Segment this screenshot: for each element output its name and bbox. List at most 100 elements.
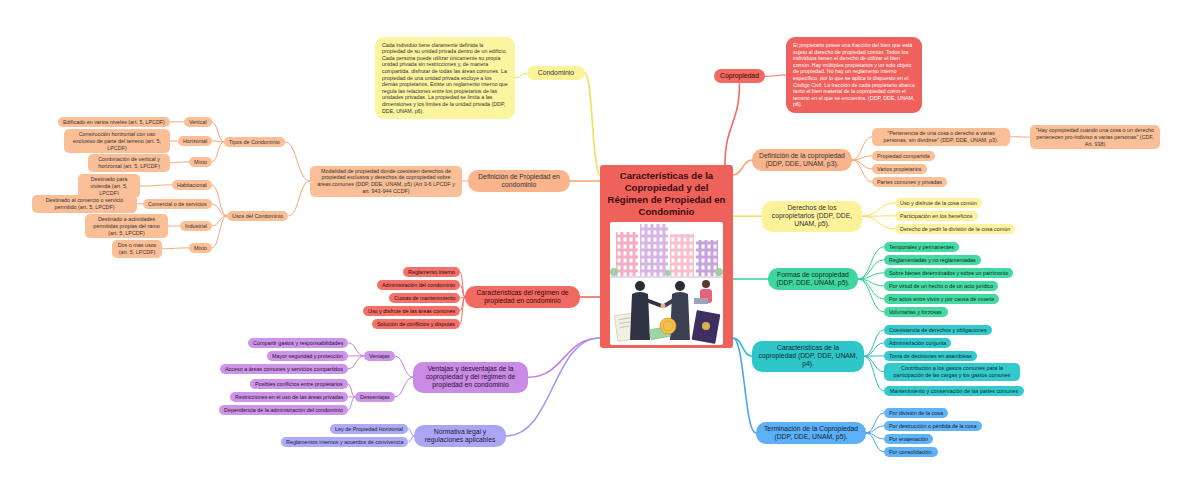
topic-text: Condominio bbox=[533, 69, 579, 77]
branch-connector bbox=[212, 142, 224, 162]
leaf-topic: Compartir gastos y responsabilidades bbox=[248, 338, 348, 349]
branch-connector bbox=[395, 377, 413, 397]
branch-connector bbox=[285, 142, 310, 181]
branch-connector bbox=[140, 185, 172, 186]
branch-connector bbox=[858, 273, 884, 279]
branch-connector bbox=[288, 181, 310, 216]
leaf-topic: Por enajenación bbox=[884, 434, 933, 445]
document-line bbox=[619, 317, 633, 320]
branch-connector bbox=[866, 426, 884, 433]
branch-topic: Características de la copropiedad (DDP, … bbox=[752, 341, 864, 372]
leaf-topic: Destinado al comercio o servicio permiti… bbox=[32, 195, 137, 213]
topic-text: Derecho de pedir la división de la cosa … bbox=[900, 226, 1010, 233]
topic-text: Definición de Propiedad en condominio bbox=[474, 173, 564, 190]
branch-connector bbox=[733, 160, 752, 175]
leaf-topic: Por actos entre vivos y por causa de mue… bbox=[884, 294, 999, 305]
topic-text: Ley de Propiedad Horizontal bbox=[335, 426, 403, 433]
branch-topic: Definición de Propiedad en condominio bbox=[468, 170, 570, 193]
leaf-topic: Edificado en varios niveles (art. 5, LPC… bbox=[58, 117, 170, 128]
leaf-topic: Administración conjunta bbox=[884, 338, 951, 349]
leaf-topic: Por consolidación. bbox=[884, 447, 938, 458]
branch-connector bbox=[348, 397, 355, 410]
leaf-topic: Posibles conflictos entre propietarios bbox=[250, 379, 348, 390]
branch-connector bbox=[733, 215, 762, 217]
topic-text: Compartir gastos y responsabilidades bbox=[253, 340, 343, 347]
topic-text: Usos del Condominio bbox=[232, 213, 283, 220]
leaf-topic: Reglamento interno bbox=[403, 267, 460, 278]
branch-connector bbox=[212, 216, 227, 248]
topic-text: Terminación de la Copropiedad (DDP, DDE,… bbox=[762, 425, 860, 442]
leaf-topic: Dos o mas usos (art. 5, LPCDF) bbox=[112, 240, 162, 258]
branch-connector bbox=[852, 137, 872, 160]
leaf-topic: Uso y disfrute de la cosa común bbox=[895, 198, 982, 209]
law-book bbox=[692, 310, 721, 344]
branch-connector bbox=[570, 180, 600, 182]
branch-connector bbox=[862, 216, 895, 229]
branch-connector bbox=[585, 73, 600, 175]
book-emblem bbox=[702, 322, 710, 330]
building-windows bbox=[670, 234, 694, 276]
branch-connector bbox=[170, 161, 189, 163]
branch-connector bbox=[168, 225, 180, 226]
branch-topic: Características del régimen de propiedad… bbox=[465, 286, 580, 309]
illustration bbox=[610, 222, 723, 345]
topic-text: Copropiedad bbox=[720, 72, 759, 80]
person-head bbox=[635, 281, 645, 291]
topic-text: Características de la copropiedad (DDP, … bbox=[758, 344, 858, 369]
person-head bbox=[702, 280, 710, 288]
branch-connector bbox=[858, 247, 884, 279]
leaf-topic: Voluntarias y forzosas. bbox=[884, 307, 948, 318]
topic-text: Ventajas bbox=[369, 353, 390, 360]
branch-topic: Copropiedad bbox=[714, 69, 765, 83]
note-box: Cada individuo tiene claramente definida… bbox=[375, 37, 515, 120]
leaf-topic: Por destrucción o pérdida de la cosa bbox=[884, 421, 982, 432]
building bbox=[670, 234, 694, 276]
topic-text: Coexistencia de derechos y obligaciones bbox=[889, 327, 987, 334]
leaf-topic: Mayor seguridad y protección bbox=[267, 351, 348, 362]
branch-connector bbox=[733, 278, 768, 280]
topic-text: Industrial bbox=[185, 223, 207, 230]
topic-text: Dos o mas usos (art. 5, LPCDF) bbox=[117, 242, 157, 256]
branch-connector bbox=[858, 279, 884, 312]
branch-topic: Condominio bbox=[527, 66, 585, 80]
branch-connector bbox=[864, 343, 884, 356]
leaf-topic: Desventajas bbox=[355, 392, 395, 403]
topic-text: Edificado en varios niveles (art. 5, LPC… bbox=[63, 119, 165, 126]
topic-text: Por consolidación. bbox=[889, 449, 933, 456]
topic-text: Habitacional bbox=[177, 182, 207, 189]
branch-topic: Normativa legal y regulaciones aplicable… bbox=[414, 425, 506, 448]
leaf-topic: Ley de Propiedad Horizontal bbox=[330, 424, 408, 435]
branch-topic: Formas de copropiedad (DDP, DDE, UNAM, p… bbox=[768, 268, 858, 291]
leaf-topic: Propiedad compartida bbox=[872, 151, 935, 162]
leaf-topic: Varios propietarios bbox=[872, 164, 927, 175]
leaf-topic: Industrial bbox=[180, 221, 212, 232]
leaf-topic: Modalidad de propiedad donde coexisten d… bbox=[310, 166, 462, 197]
coin-rim bbox=[663, 321, 673, 331]
illustration-background bbox=[610, 222, 723, 345]
topic-text: Derechos de los copropietarios (DDP, DDE… bbox=[768, 204, 856, 229]
topic-text: Por actos entre vivos y por causa de mue… bbox=[889, 296, 994, 303]
leaf-topic: Mixto bbox=[189, 243, 212, 254]
leaf-topic: Partes comunes y privadas bbox=[872, 177, 947, 188]
topic-text: Restricciones en el uso de las áreas pri… bbox=[235, 394, 343, 401]
branch-connector bbox=[348, 384, 355, 397]
topic-text: Voluntarias y forzosas. bbox=[889, 309, 943, 316]
topic-text: Por destrucción o pérdida de la cosa bbox=[889, 423, 977, 430]
person-arm bbox=[664, 300, 674, 306]
leaf-topic: Ventajas bbox=[364, 351, 395, 362]
central-title: Características de la Copropiedad y del … bbox=[604, 170, 729, 218]
branch-connector bbox=[212, 122, 224, 142]
building-windows bbox=[616, 232, 638, 276]
shrub bbox=[715, 268, 723, 276]
leaf-topic: Derecho de pedir la división de la cosa … bbox=[895, 224, 1015, 235]
topic-text: Desventajas bbox=[360, 394, 390, 401]
topic-text: Uso y disfrute de la cosa común bbox=[900, 200, 977, 207]
topic-text: Solución de conflictos y disputas bbox=[377, 321, 455, 328]
leaf-topic: Participación en los beneficios bbox=[895, 211, 978, 222]
building bbox=[640, 224, 668, 276]
topic-text: "Pertenencia de una cosa o derecho a var… bbox=[877, 130, 1005, 144]
ground bbox=[610, 276, 723, 278]
topic-text: El propietario posee una fracción del bi… bbox=[793, 42, 915, 108]
leaf-topic: Construcción horizontal con uso exclusiv… bbox=[64, 129, 170, 153]
